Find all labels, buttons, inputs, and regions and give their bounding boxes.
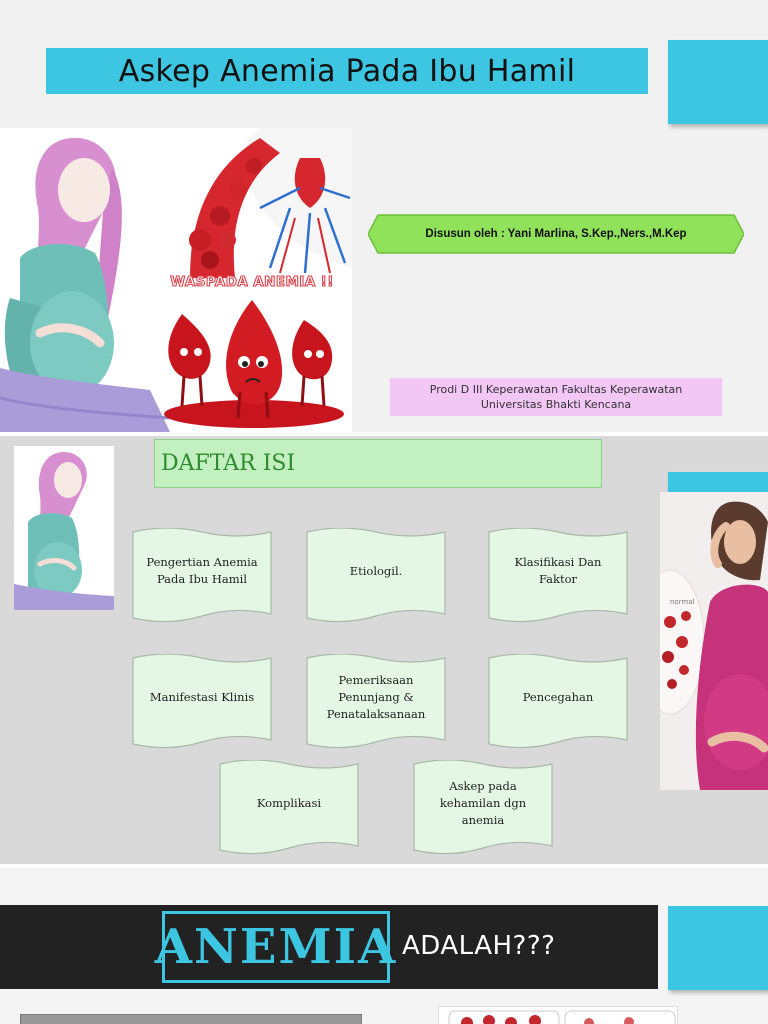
author-banner-shape: [368, 214, 744, 254]
toc-item-askep[interactable]: Askep pada kehamilan dgn anemia: [412, 760, 554, 858]
pregnant-woman-photo: normal: [660, 492, 768, 790]
corner-accent-tab: [668, 40, 768, 124]
toc-item-manifestasi[interactable]: Manifestasi Klinis: [131, 654, 273, 752]
institution-line-1: Prodi D III Keperawatan Fakultas Keperaw…: [429, 383, 683, 396]
anemia-definition-slide: ANEMIA ADALAH???: [0, 868, 768, 1024]
normal-label: normal: [670, 598, 695, 606]
toc-item-shape: [413, 760, 553, 855]
toc-item-label: Pemeriksaan Penunjang & Penatalaksanaan: [326, 672, 426, 721]
pregnant-woman-thumbnail: [14, 446, 114, 610]
toc-item-pengertian[interactable]: Pengertian Anemia Pada Ibu Hamil: [131, 528, 273, 626]
slide-title: Askep Anemia Pada Ibu Hamil: [118, 53, 576, 89]
toc-item-shape: [132, 528, 272, 623]
institution-box: Prodi D III Keperawatan Fakultas Keperaw…: [390, 378, 722, 416]
title-banner: Askep Anemia Pada Ibu Hamil: [46, 48, 648, 94]
anemia-word: ANEMIA: [154, 919, 398, 975]
toc-item-label: Pencegahan: [522, 689, 594, 704]
toc-item-etiologi[interactable]: Etiologil.: [305, 528, 447, 626]
toc-item-shape: [306, 528, 446, 623]
institution-line-2: Universitas Bhakti Kencana: [480, 398, 632, 411]
blood-vessel-illustration: [189, 128, 352, 278]
toc-title-box: DAFTAR ISI: [154, 439, 602, 488]
toc-item-shape: [219, 760, 359, 855]
toc-title: DAFTAR ISI: [161, 451, 296, 476]
anemia-header-bar: [0, 905, 658, 989]
toc-item-shape: [488, 654, 628, 749]
pregnant-woman-illustration: [0, 137, 170, 432]
toc-item-shape: [306, 654, 446, 749]
warning-text: WASPADA ANEMIA !!: [170, 273, 334, 290]
table-of-contents-slide: DAFTAR ISI normal Pengertian Anem: [0, 436, 768, 864]
hero-illustration: WASPADA ANEMIA !!: [0, 128, 352, 432]
pregnant-woman-photo-art: [660, 492, 768, 790]
toc-item-label: Etiologil.: [349, 563, 403, 578]
blood-drops-illustration: [164, 300, 344, 428]
adalah-question: ADALAH???: [402, 931, 556, 961]
toc-item-shape: [488, 528, 628, 623]
toc-item-label: Pengertian Anemia Pada Ibu Hamil: [146, 555, 258, 586]
toc-item-klasifikasi[interactable]: Klasifikasi Dan Faktor: [487, 528, 629, 626]
toc-item-pemeriksaan[interactable]: Pemeriksaan Penunjang & Penatalaksanaan: [305, 654, 447, 752]
toc-item-label: Manifestasi Klinis: [149, 689, 255, 704]
blood-cells-photo: [438, 1006, 678, 1024]
blood-cells-photo-art: [448, 1010, 676, 1024]
toc-item-label: Klasifikasi Dan Faktor: [514, 555, 602, 586]
author-banner: Disusun oleh : Yani Marlina, S.Kep.,Ners…: [368, 213, 744, 255]
toc-item-pencegahan[interactable]: Pencegahan: [487, 654, 629, 752]
anemia-word-box: ANEMIA: [155, 911, 395, 983]
toc-item-label: Komplikasi: [256, 795, 322, 810]
pregnant-woman-thumbnail-art: [14, 452, 114, 610]
toc-item-komplikasi[interactable]: Komplikasi: [218, 760, 360, 858]
title-slide: Askep Anemia Pada Ibu Hamil: [0, 0, 768, 432]
corner-accent-tab: [668, 906, 768, 990]
toc-item-shape: [132, 654, 272, 749]
toc-item-label: Askep pada kehamilan dgn anemia: [439, 778, 527, 827]
content-box: [20, 1014, 362, 1024]
author-text: Disusun oleh : Yani Marlina, S.Kep.,Ners…: [425, 228, 687, 240]
